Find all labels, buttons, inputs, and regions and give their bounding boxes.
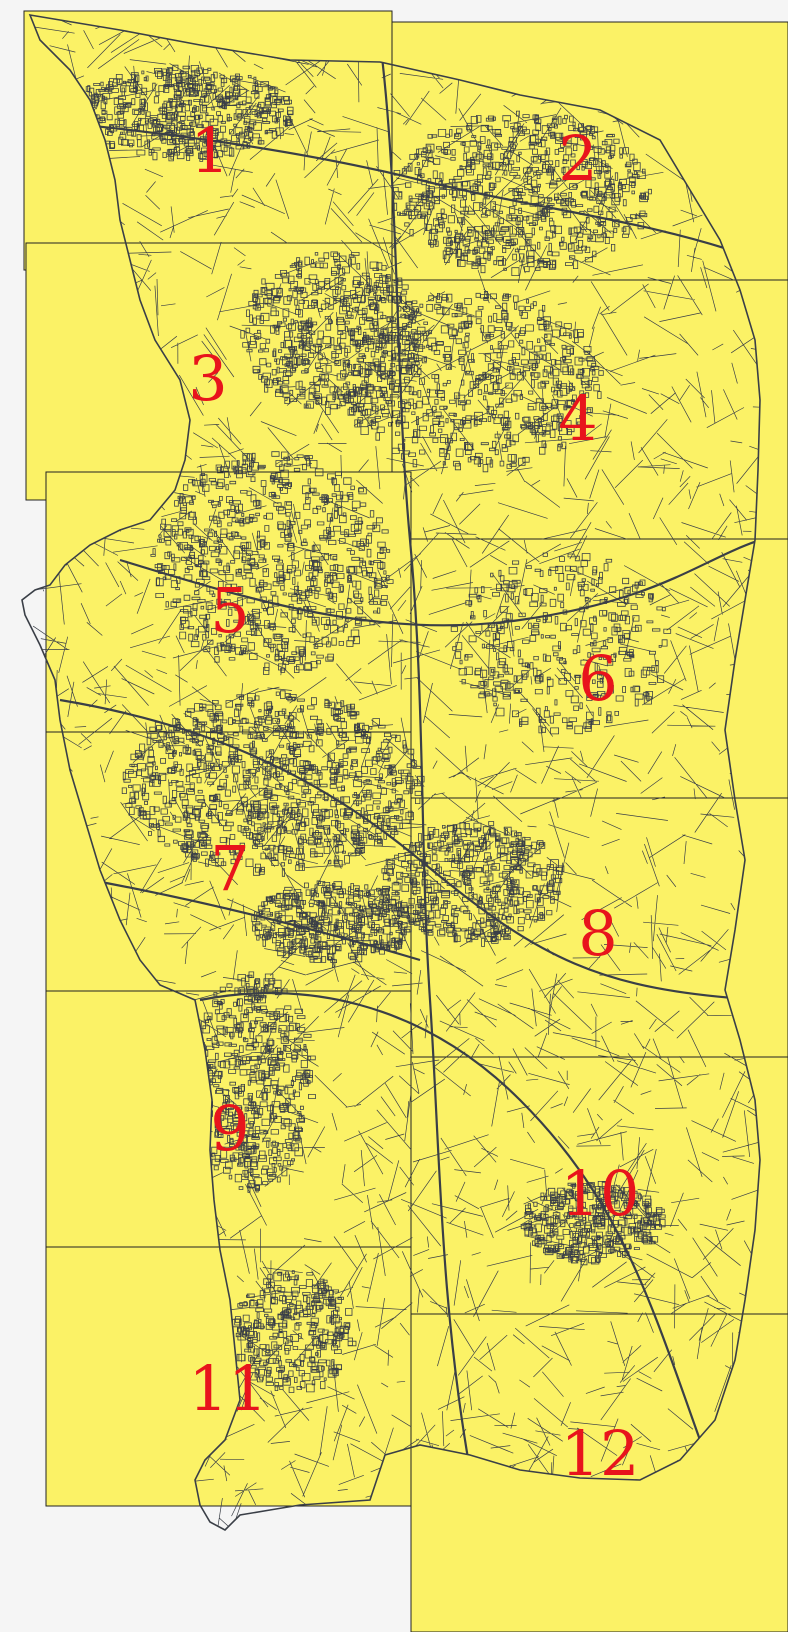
sheet-label-3: 3	[188, 342, 227, 415]
territory-boundary	[21, 13, 761, 1531]
sheet-label-1: 1	[190, 114, 229, 187]
dense-zone-11	[450, 552, 672, 735]
road-1	[29, 118, 760, 262]
sheet-label-5: 5	[210, 574, 249, 647]
dense-zone-5	[150, 451, 394, 675]
sheet-label-8: 8	[578, 897, 617, 970]
sheet-label-10: 10	[561, 1157, 640, 1230]
dense-urban-areas	[72, 64, 672, 1393]
dense-zone-1	[72, 64, 294, 162]
dense-zone-6	[121, 690, 425, 877]
sheet-label-7: 7	[210, 832, 249, 905]
dense-zone-10	[232, 1270, 357, 1393]
sheet-10	[410, 1056, 788, 1315]
dense-zone-12	[251, 880, 416, 968]
sheet-label-11: 11	[189, 1352, 268, 1425]
sheet-label-4: 4	[558, 382, 597, 455]
dense-zone-4	[343, 291, 604, 473]
sheet-label-6: 6	[578, 642, 617, 715]
sheet-labels: 1 2 3 4 5 6 7 8 9 10 11 12	[188, 114, 639, 1490]
dense-zone-9	[520, 1181, 666, 1266]
dense-zone-2	[393, 110, 652, 276]
sheet-label-9: 9	[210, 1092, 249, 1165]
road-5	[199, 992, 702, 1441]
dense-zone-7	[381, 821, 565, 947]
sheet-label-2: 2	[558, 122, 597, 195]
territory-outline	[21, 13, 761, 1531]
sheet-label-12: 12	[561, 1417, 640, 1490]
road-4	[119, 538, 760, 627]
sheet-7	[45, 731, 412, 992]
